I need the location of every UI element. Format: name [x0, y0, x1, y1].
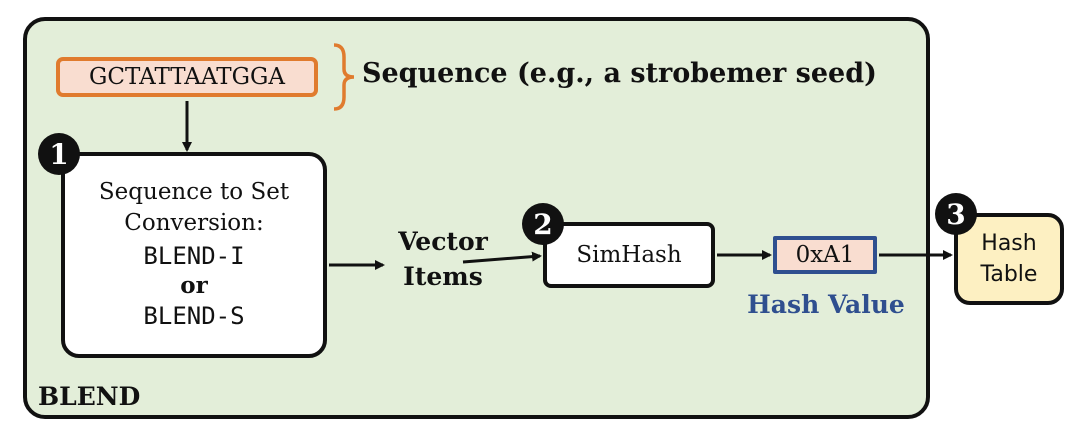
hash-table-line2: Table — [980, 262, 1038, 287]
step-1-badge: 1 — [38, 133, 80, 175]
sequence-to-set-box: Sequence to Set Conversion: BLEND-I or B… — [61, 152, 327, 358]
step-3-badge: 3 — [935, 193, 977, 235]
step1-option-blend-i: BLEND-I — [143, 242, 245, 270]
sequence-caption: Sequence (e.g., a strobemer seed) — [362, 58, 877, 89]
vector-items-line1: Vector — [398, 227, 488, 256]
hash-table-box: Hash Table — [954, 213, 1064, 305]
vector-items-line2: Items — [403, 262, 483, 291]
vector-items-label: Vector Items — [388, 224, 498, 294]
curly-brace-icon — [333, 43, 355, 111]
hash-table-line1: Hash — [981, 231, 1037, 256]
hash-value-box: 0xA1 — [773, 236, 877, 274]
step1-option-blend-s: BLEND-S — [143, 302, 245, 330]
step1-line1: Sequence to Set — [98, 179, 290, 205]
simhash-box: SimHash — [543, 222, 715, 288]
step1-or: or — [180, 272, 208, 299]
blend-label: BLEND — [38, 382, 141, 411]
arrow-vector-to-simhash — [462, 251, 542, 264]
step-2-badge: 2 — [522, 203, 564, 245]
hash-value-label: Hash Value — [747, 290, 905, 319]
sequence-box: GCTATTAATGGA — [56, 57, 318, 97]
step1-line2: Conversion: — [124, 210, 264, 236]
